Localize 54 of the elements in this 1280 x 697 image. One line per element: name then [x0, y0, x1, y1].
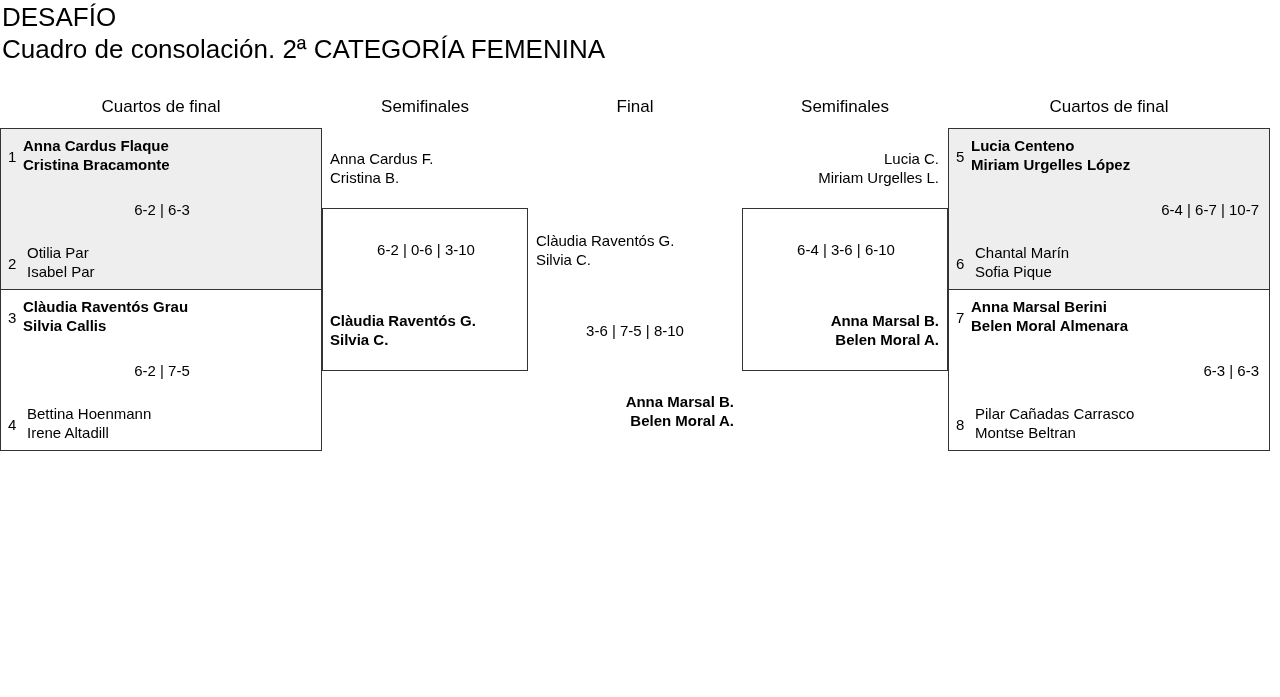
match-score: 6-4 | 6-7 | 10-7 — [1161, 200, 1259, 219]
player-name: Lucia C. — [883, 149, 939, 168]
player-name: Belen Moral A. — [630, 411, 734, 430]
seed-number: 6 — [956, 254, 965, 273]
player-name: Irene Altadill — [27, 423, 109, 442]
round-heading: Semifinales — [380, 96, 470, 117]
match-box — [0, 289, 322, 451]
highlighted-match-box — [948, 128, 1270, 290]
player-name: Clàudia Raventós Grau — [23, 297, 189, 316]
match-box — [948, 289, 1270, 451]
player-name: Miriam Urgelles López — [971, 155, 1131, 174]
highlighted-match-box — [0, 128, 322, 290]
seed-number: 3 — [8, 308, 17, 327]
player-name: Miriam Urgelles L. — [818, 168, 939, 187]
match-score: 6-2 | 6-3 — [133, 200, 191, 219]
player-name: Sofia Pique — [975, 262, 1052, 281]
seed-number: 1 — [8, 147, 17, 166]
seed-number: 4 — [8, 415, 17, 434]
player-name: Silvia C. — [536, 250, 591, 269]
player-name: Isabel Par — [27, 262, 95, 281]
match-score: 6-3 | 6-3 — [1203, 361, 1259, 380]
player-name: Anna Cardus F. — [330, 149, 434, 168]
player-name: Cristina B. — [330, 168, 400, 187]
seed-number: 7 — [956, 308, 965, 327]
player-name: Belen Moral A. — [835, 330, 939, 349]
round-heading: Cuartos de final — [1048, 96, 1170, 117]
player-name: Cristina Bracamonte — [23, 155, 170, 174]
seed-number: 5 — [956, 147, 965, 166]
player-name: Anna Marsal B. — [830, 311, 939, 330]
seed-number: 2 — [8, 254, 17, 273]
player-name: Clàudia Raventós G. — [536, 231, 675, 250]
player-name: Belen Moral Almenara — [971, 316, 1128, 335]
match-score: 6-2 | 7-5 — [133, 361, 191, 380]
player-name: Anna Marsal Berini — [971, 297, 1107, 316]
player-name: Silvia Callis — [23, 316, 107, 335]
match-score: 3-6 | 7-5 | 8-10 — [585, 321, 685, 340]
player-name: Pilar Cañadas Carrasco — [975, 404, 1135, 423]
seed-number: 8 — [956, 415, 965, 434]
match-score: 6-4 | 3-6 | 6-10 — [796, 240, 896, 259]
heading: DESAFÍO — [2, 2, 117, 32]
player-name: Bettina Hoenmann — [27, 404, 152, 423]
player-name: Anna Marsal B. — [625, 392, 734, 411]
subheading: Cuadro de consolación. 2ª CATEGORÍA FEMENINA — [2, 34, 606, 64]
player-name: Clàudia Raventós G. — [330, 311, 476, 330]
player-name: Lucia Centeno — [971, 136, 1075, 155]
player-name: Montse Beltran — [975, 423, 1076, 442]
player-name: Chantal Marín — [975, 243, 1070, 262]
player-name: Anna Cardus Flaque — [23, 136, 169, 155]
player-name: Otilia Par — [27, 243, 89, 262]
match-score: 6-2 | 0-6 | 3-10 — [376, 240, 476, 259]
round-heading: Semifinales — [800, 96, 890, 117]
player-name: Silvia C. — [330, 330, 389, 349]
round-heading: Cuartos de final — [100, 96, 222, 117]
round-heading: Final — [615, 96, 655, 117]
